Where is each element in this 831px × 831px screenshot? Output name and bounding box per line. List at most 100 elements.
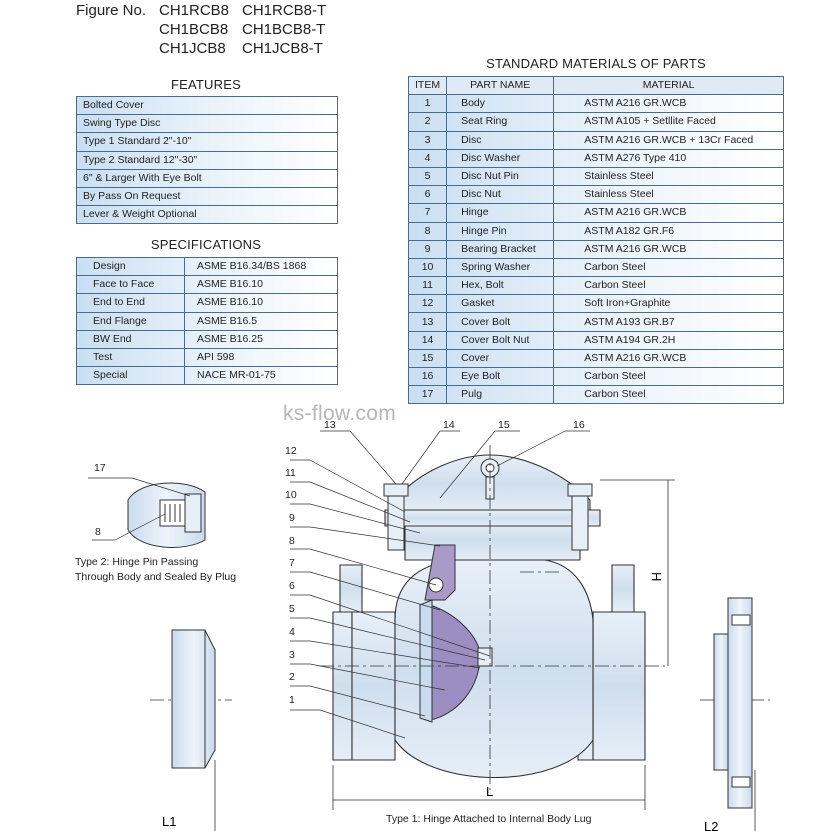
figure-model: CH1JCB8 bbox=[159, 40, 226, 57]
callout-number: 10 bbox=[285, 489, 297, 501]
dimension-h: H bbox=[649, 572, 664, 581]
callout-number: 7 bbox=[289, 557, 295, 569]
part-item-number: 14 bbox=[407, 330, 448, 350]
part-item-number: 17 bbox=[407, 385, 448, 405]
part-material: Carbon Steel bbox=[553, 366, 784, 387]
callout-number: 12 bbox=[285, 445, 297, 457]
spec-value: ASME B16.5 bbox=[184, 311, 338, 331]
part-name: Eye Bolt bbox=[446, 366, 555, 387]
feature-row: Type 2 Standard 12"-30" bbox=[76, 150, 338, 170]
part-material: ASTM A216 GR.WCB bbox=[553, 203, 784, 223]
valve-body bbox=[332, 454, 646, 779]
callout-number: 11 bbox=[285, 467, 296, 479]
feature-item: Lever & Weight Optional bbox=[76, 205, 338, 225]
feature-item: Bolted Cover bbox=[76, 95, 338, 116]
dimension-l1: L1 bbox=[162, 814, 176, 829]
part-item-number: 9 bbox=[407, 239, 448, 259]
dimension-lines bbox=[214, 479, 756, 831]
part-name: Hinge Pin bbox=[446, 221, 555, 241]
part-material: ASTM A216 GR.WCB bbox=[553, 94, 784, 114]
dimension-l: L bbox=[486, 784, 493, 799]
part-name: Hex, Bolt bbox=[446, 276, 555, 296]
features-table: Bolted Cover Swing Type Disc Type 1 Stan… bbox=[76, 95, 338, 225]
detail-callout-number: 17 bbox=[94, 462, 106, 474]
part-item-number: 11 bbox=[407, 276, 448, 296]
feature-row: Swing Type Disc bbox=[76, 114, 338, 134]
spec-value: ASME B16.10 bbox=[184, 293, 338, 313]
dimension-l2: L2 bbox=[704, 819, 718, 831]
part-name: Disc Nut Pin bbox=[446, 166, 555, 187]
part-material: Carbon Steel bbox=[553, 276, 784, 296]
part-material: ASTM A216 GR.WCB + 13Cr Faced bbox=[553, 130, 784, 150]
spec-value: ASME B16.25 bbox=[184, 329, 338, 349]
callout-number: 15 bbox=[498, 419, 510, 431]
leader-lines bbox=[88, 430, 590, 739]
col-header-item: ITEM bbox=[407, 75, 448, 96]
flange-end-view bbox=[713, 597, 753, 809]
part-item-number: 13 bbox=[407, 312, 448, 332]
callout-number: 1 bbox=[289, 694, 295, 706]
spec-value: API 598 bbox=[184, 347, 338, 368]
callout-number: 9 bbox=[289, 512, 295, 524]
part-name: Pulg bbox=[446, 385, 555, 405]
specifications-title: SPECIFICATIONS bbox=[150, 237, 262, 252]
part-material: Carbon Steel bbox=[553, 385, 784, 405]
part-name: Body bbox=[446, 94, 555, 114]
part-name: Gasket bbox=[446, 294, 555, 314]
callout-number: 4 bbox=[289, 626, 295, 638]
callout-number: 14 bbox=[443, 419, 455, 431]
feature-item: Swing Type Disc bbox=[76, 114, 338, 134]
spec-key: Test bbox=[76, 347, 185, 368]
part-item-number: 12 bbox=[407, 294, 448, 314]
figure-model: CH1BCB8-T bbox=[242, 21, 326, 38]
callout-number: 16 bbox=[573, 419, 585, 431]
spec-key: End Flange bbox=[76, 311, 185, 331]
figure-model: CH1JCB8-T bbox=[242, 40, 323, 57]
part-name: Bearing Bracket bbox=[446, 239, 555, 259]
part-material: Stainless Steel bbox=[553, 166, 784, 187]
part-material: Carbon Steel bbox=[553, 257, 784, 278]
callout-number: 8 bbox=[289, 535, 295, 547]
type1-caption: Type 1: Hinge Attached to Internal Body … bbox=[386, 813, 592, 825]
parts-title: STANDARD MATERIALS OF PARTS bbox=[486, 56, 706, 71]
bw-end-view bbox=[171, 629, 216, 769]
part-material: ASTM A194 GR.2H bbox=[553, 330, 784, 350]
part-material: ASTM A276 Type 410 bbox=[553, 148, 784, 168]
spec-value: ASME B16.34/BS 1868 bbox=[184, 256, 338, 277]
feature-row: By Pass On Request bbox=[76, 186, 338, 207]
figure-label: Figure No. bbox=[76, 2, 147, 19]
part-item-number: 16 bbox=[407, 366, 448, 387]
seat-ring bbox=[419, 599, 433, 723]
callout-number: 5 bbox=[289, 603, 295, 615]
callout-number: 13 bbox=[324, 419, 336, 431]
spec-value: NACE MR-01-75 bbox=[184, 366, 338, 386]
callout-number: 2 bbox=[289, 671, 295, 683]
figure-model: CH1RCB8-T bbox=[242, 2, 327, 19]
spec-key: Special bbox=[76, 366, 185, 386]
part-name: Seat Ring bbox=[446, 112, 555, 132]
part-item-number: 1 bbox=[407, 94, 448, 114]
